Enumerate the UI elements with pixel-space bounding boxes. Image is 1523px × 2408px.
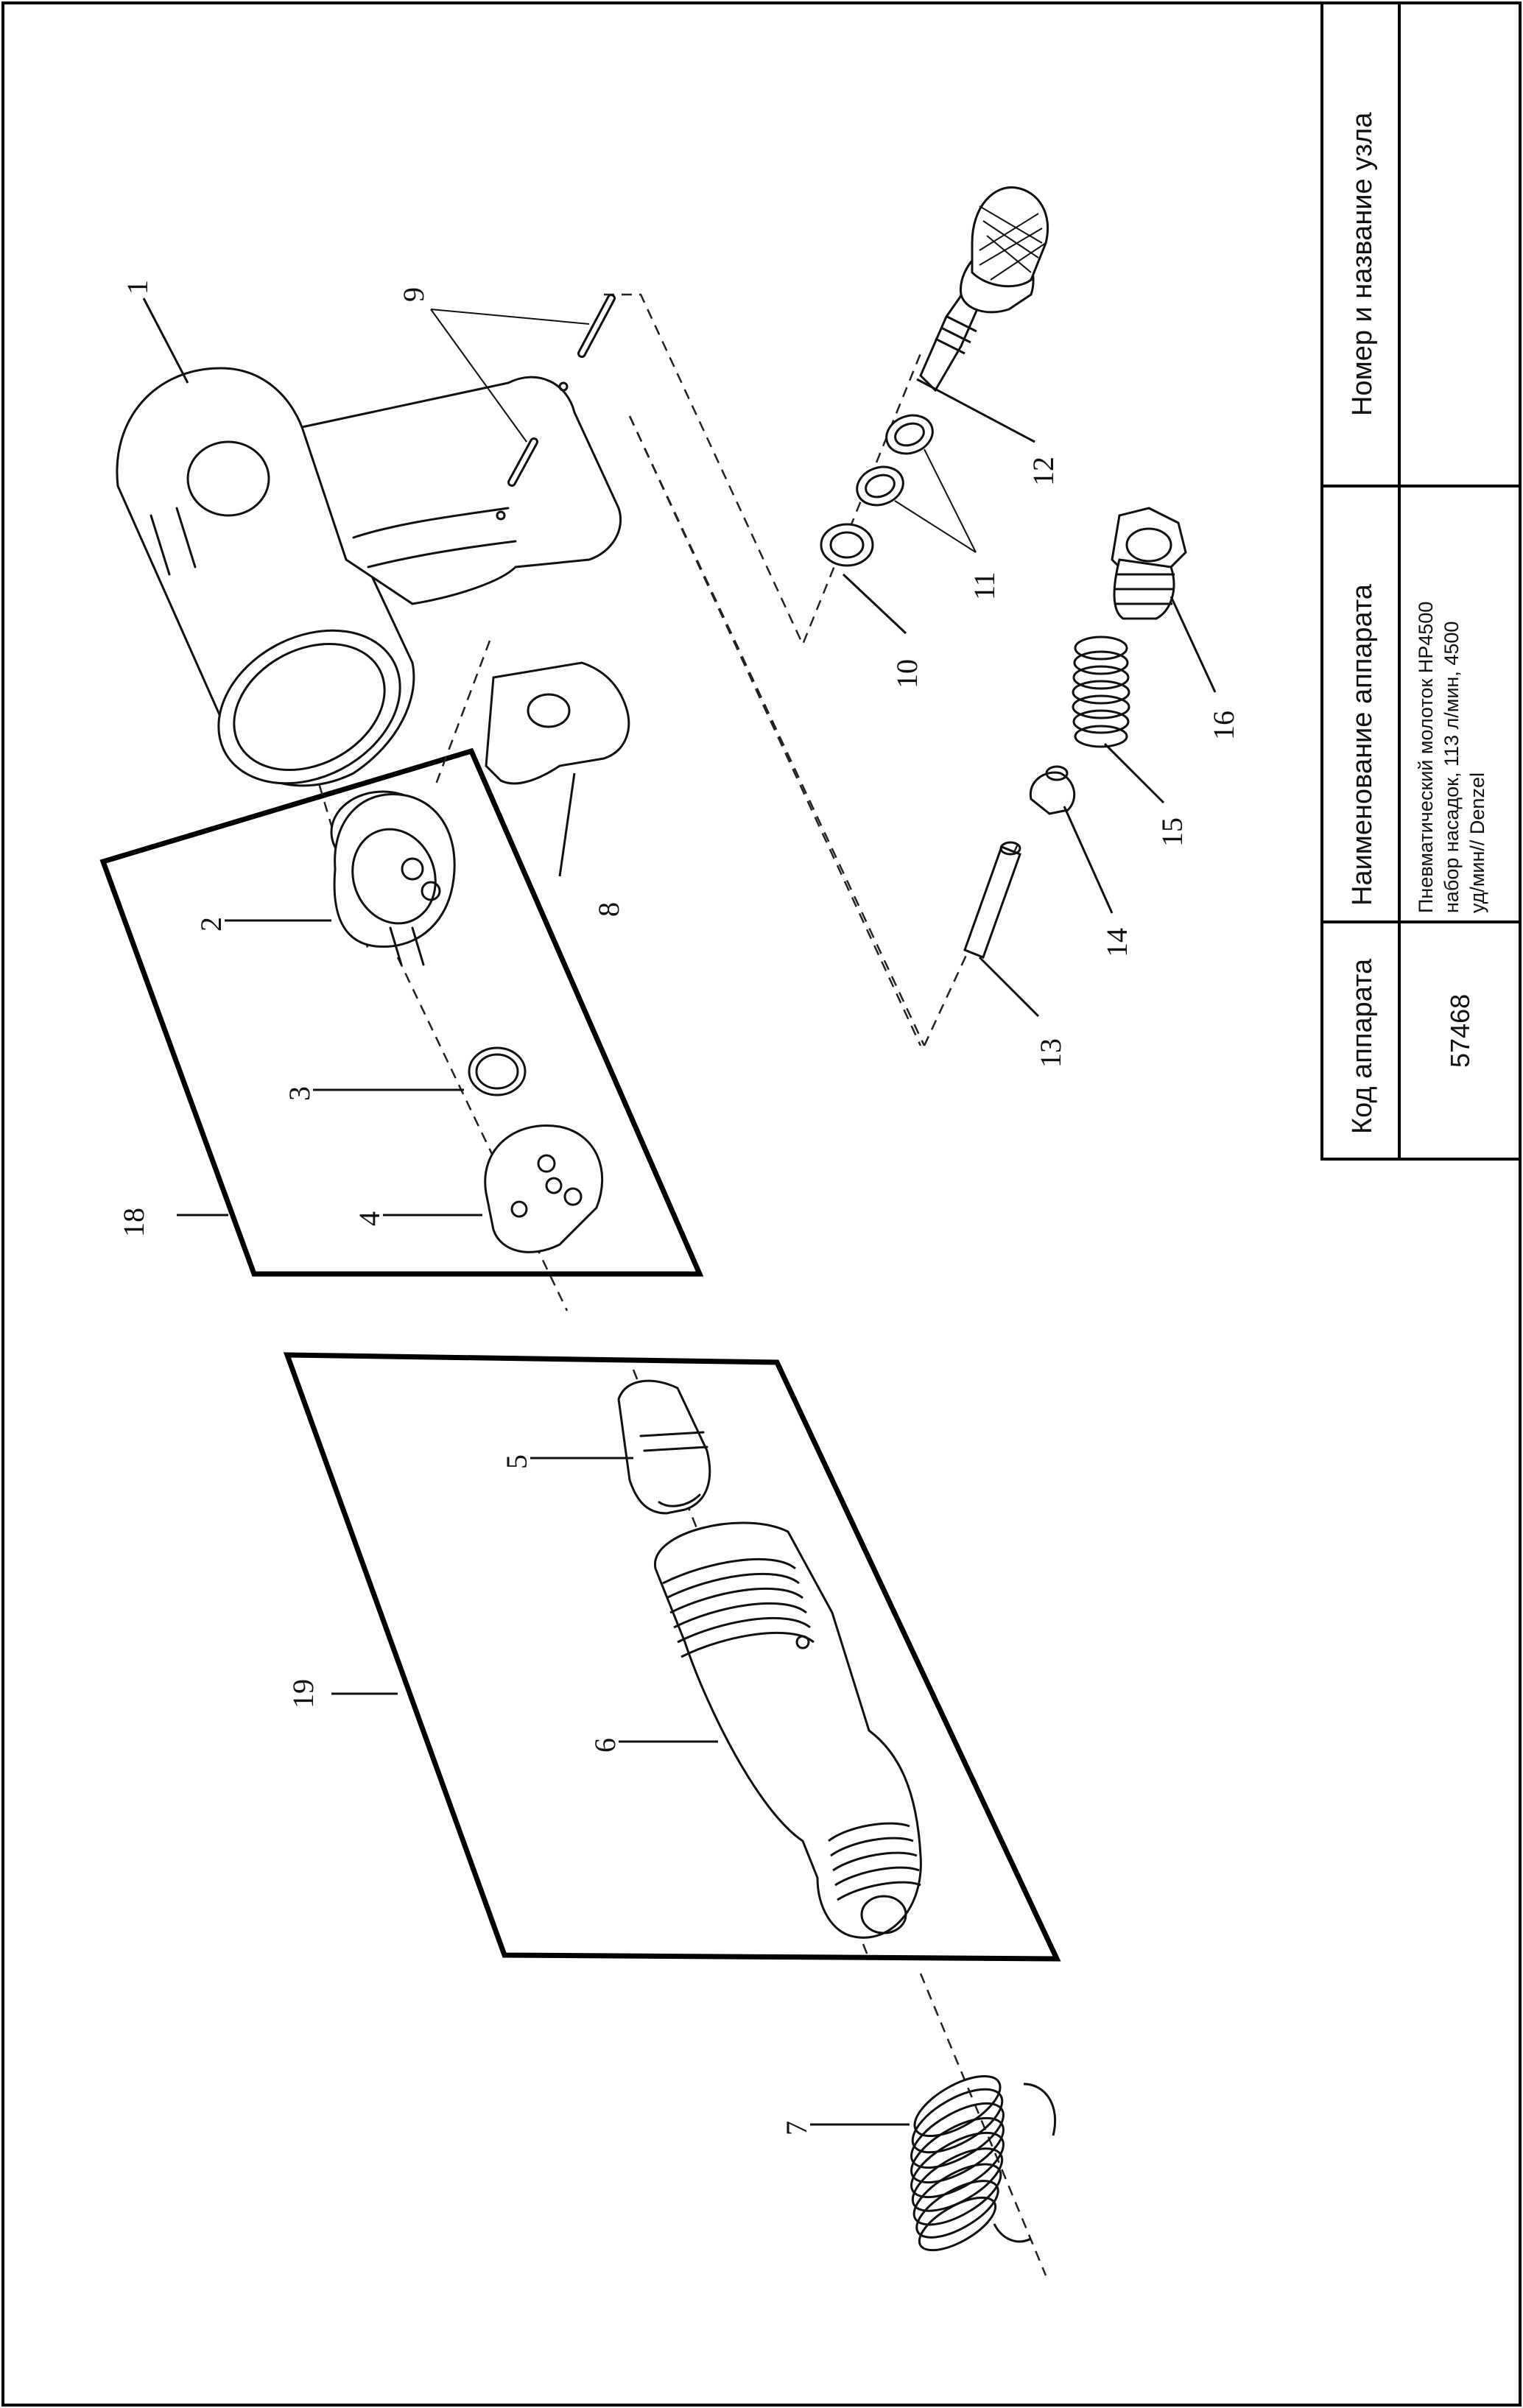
callout-5: 5 [500, 1454, 533, 1469]
part-5-piston [617, 1379, 711, 1515]
part-4-disc [484, 1124, 604, 1253]
part-8-trigger [485, 661, 630, 785]
group-box-19 [283, 1352, 1061, 1962]
name-line-3: уд/мин// Denzel [1466, 772, 1488, 913]
node-header: Номер и название узла [1347, 112, 1378, 416]
part-15-spring [1072, 636, 1130, 748]
part-11-orings [856, 414, 977, 553]
callout-15: 15 [1156, 817, 1189, 847]
callout-13: 13 [1034, 1038, 1067, 1068]
callout-12: 12 [1027, 457, 1060, 486]
part-16-plug [1111, 507, 1187, 620]
part-1-housing [116, 367, 622, 787]
part-7-spring [910, 2074, 1057, 2252]
callout-10: 10 [890, 659, 924, 689]
callout-18: 18 [117, 1208, 150, 1237]
name-header: Наименование аппарата [1347, 583, 1378, 906]
callout-1: 1 [121, 280, 154, 295]
part-6-barrel [654, 1521, 922, 1939]
callout-numbers: 1 2 3 4 5 6 7 8 9 10 11 12 13 14 15 16 1… [117, 280, 1240, 2136]
callout-2: 2 [194, 917, 228, 932]
callout-14: 14 [1100, 928, 1133, 957]
part-13-rod [963, 841, 1021, 959]
part-14-valve-pin [1029, 765, 1076, 815]
callout-11: 11 [968, 571, 1001, 600]
part-2-valve-body [330, 790, 456, 966]
callout-19: 19 [286, 1679, 320, 1708]
callout-3: 3 [283, 1086, 316, 1101]
callout-6: 6 [588, 1738, 622, 1753]
name-line-1: Пневматический молоток HP4500 [1415, 602, 1437, 913]
callout-16: 16 [1207, 711, 1240, 740]
name-line-2: набор насадок, 113 л/мин, 4500 [1441, 622, 1463, 913]
callout-leaders [142, 298, 1217, 2126]
code-header: Код аппарата [1347, 958, 1378, 1134]
callout-4: 4 [353, 1211, 386, 1226]
callout-9: 9 [397, 287, 430, 302]
title-block: Код аппарата Наименование аппарата Номер… [1320, 1, 1522, 1161]
part-12-valve-stem [919, 186, 1049, 392]
callout-8: 8 [592, 902, 625, 917]
group-box-18 [99, 747, 704, 1277]
part-9-pins [430, 294, 616, 487]
callout-7: 7 [780, 2121, 813, 2136]
part-10-bushing [820, 523, 874, 567]
code-value: 57468 [1445, 994, 1475, 1068]
